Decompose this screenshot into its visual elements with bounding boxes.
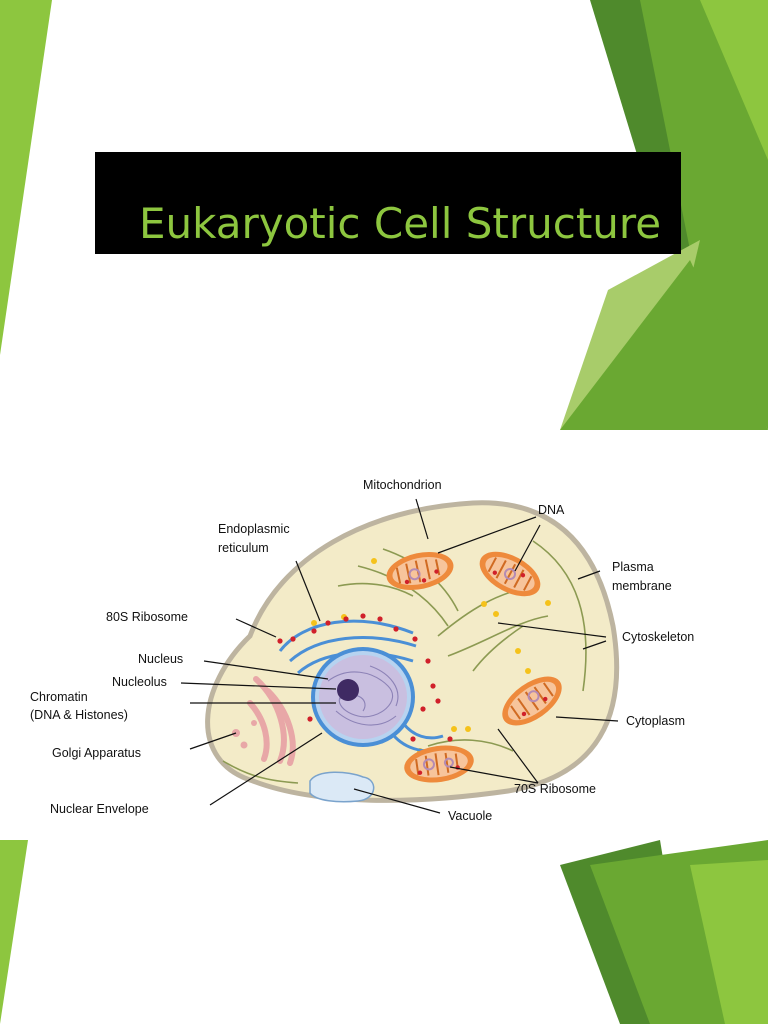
leader-nucleolus [180,682,337,690]
mitochondrion-right [479,551,541,597]
label-vacuole: Vacuole [448,809,492,823]
label-plasma-line2: membrane [612,579,672,593]
vacuole [309,771,375,803]
yellow-granules [311,558,551,754]
ribosomes-80s [277,613,453,742]
label-80s-ribosome: 80S Ribosome [106,610,188,624]
label-mitochondrion: Mitochondrion [363,478,442,492]
right-mid-green-top [640,0,768,430]
nucleoplasm [319,655,407,739]
cell-diagram-panel: Mitochondrion DNA Endoplasmic reticulum … [18,461,749,839]
title-bar: Eukaryotic Cell Structure [95,152,681,254]
leader-70s [497,728,539,784]
chromatin [327,665,399,726]
leader-70s-2 [449,766,539,784]
label-dna: DNA [538,503,565,517]
right-light-green-bottom [690,860,768,1024]
mitochondrion-bottom [404,745,474,783]
label-70s-ribosome: 70S Ribosome [514,782,596,796]
eukaryotic-cell-diagram: Mitochondrion DNA Endoplasmic reticulum … [30,478,694,823]
label-cytoskeleton: Cytoskeleton [622,630,694,644]
label-cytoplasm: Cytoplasm [626,714,685,728]
left-green-strip-bottom [0,840,28,1024]
right-bright-green-shard [560,260,768,430]
leader-plasma-membrane [577,570,601,580]
leader-golgi [189,732,237,750]
nucleolus [337,679,359,701]
leader-vacuole [353,788,441,814]
leader-mitochondrion [415,498,429,540]
leader-cytoskeleton-2 [582,640,607,650]
left-green-strip [0,0,52,355]
leader-cytoskeleton-1 [497,622,607,638]
leader-nuclear-envelope [209,732,323,806]
leader-nucleus [203,660,329,680]
leader-lines [180,498,619,814]
label-chromatin-line2: (DNA & Histones) [30,708,128,722]
label-plasma-line1: Plasma [612,560,654,574]
label-er-line1: Endoplasmic [218,522,290,536]
label-nucleus: Nucleus [138,652,183,666]
leader-dna-1 [437,516,537,554]
slide-title: Eukaryotic Cell Structure [139,199,662,248]
leader-80s [235,618,277,638]
leader-cytoplasm [555,716,619,722]
label-er-line2: reticulum [218,541,269,555]
mitochondrion-lower-right [502,676,562,726]
leader-er [295,560,321,622]
nucleus [311,647,415,747]
right-light-green-top [700,0,768,160]
label-chromatin-line1: Chromatin [30,690,88,704]
leader-dna-2 [514,524,541,572]
label-nuclear-envelope: Nuclear Envelope [50,802,149,816]
mitochondrion-top [386,552,454,590]
label-golgi: Golgi Apparatus [52,746,141,760]
label-nucleolus: Nucleolus [112,675,167,689]
